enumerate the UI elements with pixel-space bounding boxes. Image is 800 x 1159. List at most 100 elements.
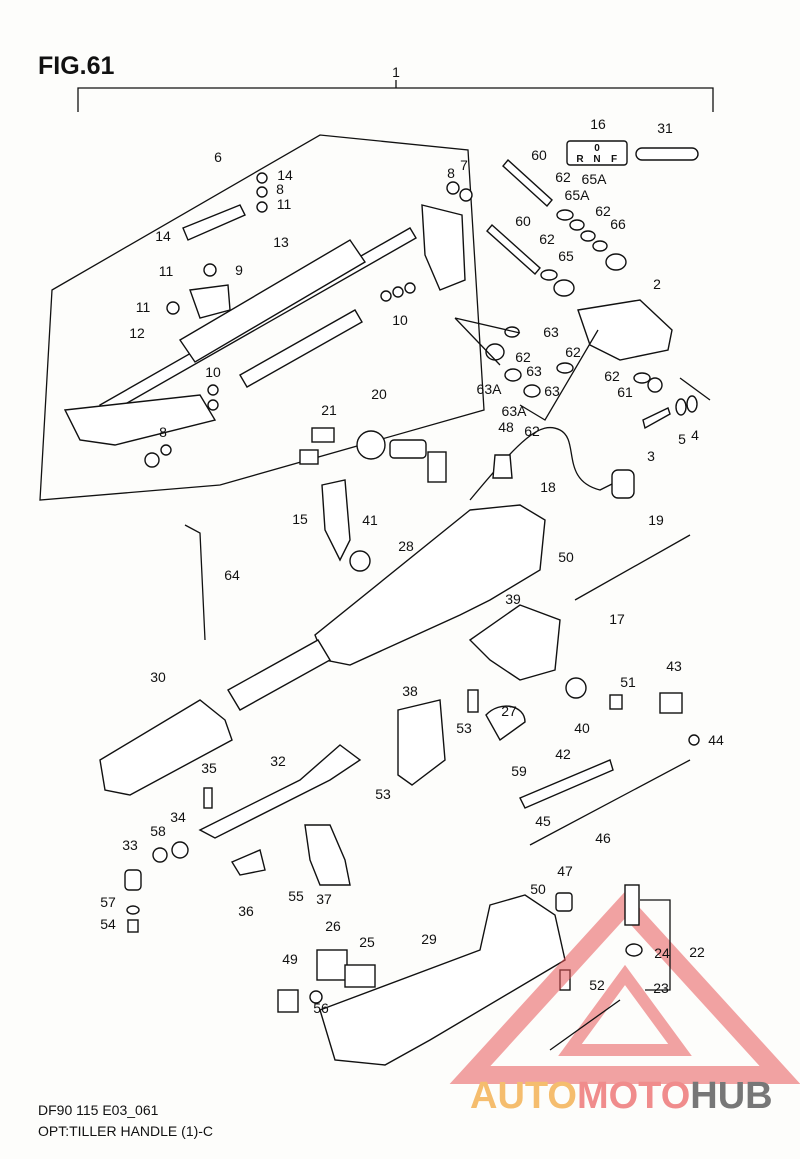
callout-63: 63: [526, 363, 542, 379]
callout-6: 6: [214, 149, 222, 165]
shift-indicator-plate: 0 R N F: [566, 140, 628, 166]
callout-11: 11: [277, 196, 292, 212]
callout-62: 62: [595, 203, 611, 219]
neutral-mark: 0: [594, 143, 600, 154]
callout-41: 41: [362, 512, 378, 528]
callout-56: 56: [313, 1000, 329, 1016]
forward-mark: F: [611, 154, 617, 165]
subassembly-outline: [39, 134, 485, 501]
callout-52: 52: [589, 977, 605, 993]
callout-33: 33: [122, 837, 138, 853]
callout-66: 66: [610, 216, 626, 232]
callout-31: 31: [657, 120, 673, 136]
callout-54: 54: [100, 916, 116, 932]
callout-7: 7: [460, 157, 468, 173]
watermark-text: AUTOMOTOHUB: [470, 1075, 773, 1118]
callout-55: 55: [288, 888, 304, 904]
callout-62: 62: [565, 344, 581, 360]
callout-65A: 65A: [582, 171, 608, 187]
callout-14: 14: [277, 167, 293, 183]
callout-28: 28: [398, 538, 414, 554]
callout-5: 5: [678, 431, 686, 447]
grommet-41: [349, 550, 371, 572]
callout-11: 11: [159, 263, 174, 279]
steering-shaft: [63, 204, 466, 446]
lever-15: [321, 479, 351, 562]
callout-36: 36: [238, 903, 254, 919]
callout-19: 19: [648, 512, 664, 528]
callout-24: 24: [654, 945, 670, 961]
callout-65: 65: [558, 248, 574, 264]
callout-63A: 63A: [502, 403, 528, 419]
neutral-letter: N: [593, 154, 600, 165]
callout-46: 46: [595, 830, 611, 846]
callout-63A: 63A: [477, 381, 503, 397]
lower-cover: [277, 894, 571, 1066]
callout-8: 8: [276, 181, 284, 197]
callout-64: 64: [224, 567, 240, 583]
decal-31: [635, 147, 699, 161]
callout-57: 57: [100, 894, 116, 910]
callout-48: 48: [498, 419, 514, 435]
callout-16: 16: [590, 116, 606, 132]
callout-12: 12: [129, 325, 145, 341]
shift-mechanism: [124, 604, 700, 933]
callout-62: 62: [555, 169, 571, 185]
callout-10: 10: [392, 312, 408, 328]
callout-60: 60: [515, 213, 531, 229]
callout-45: 45: [535, 813, 551, 829]
callout-50: 50: [558, 549, 574, 565]
callout-20: 20: [371, 386, 387, 402]
callout-17: 17: [609, 611, 625, 627]
callout-63: 63: [543, 324, 559, 340]
callout-15: 15: [292, 511, 308, 527]
callout-60: 60: [531, 147, 547, 163]
callout-44: 44: [708, 732, 724, 748]
callout-51: 51: [620, 674, 636, 690]
callout-62: 62: [539, 231, 555, 247]
watermark-hub: HUB: [690, 1075, 773, 1117]
callout-8: 8: [159, 424, 167, 440]
fasteners: [144, 172, 473, 468]
callout-42: 42: [555, 746, 571, 762]
callout-62: 62: [604, 368, 620, 384]
callout-4: 4: [691, 427, 699, 443]
connector-18: [611, 469, 635, 499]
callout-10: 10: [205, 364, 221, 380]
callout-27: 27: [501, 703, 517, 719]
callout-23: 23: [653, 980, 669, 996]
callout-30: 30: [150, 669, 166, 685]
callout-61: 61: [617, 384, 633, 400]
callout-29: 29: [421, 931, 437, 947]
trim-switch: [549, 884, 671, 1051]
callout-32: 32: [270, 753, 286, 769]
callout-2: 2: [653, 276, 661, 292]
clamp-48: [492, 454, 513, 479]
assembly-bracket: [77, 80, 714, 112]
watermark-auto: AUTO: [470, 1075, 577, 1117]
figure-title: FIG.61: [38, 52, 115, 80]
callout-53: 53: [456, 720, 472, 736]
callout-8: 8: [447, 165, 455, 181]
callout-25: 25: [359, 934, 375, 950]
callout-49: 49: [282, 951, 298, 967]
grounding-rod-64: [184, 524, 206, 641]
watermark-moto: MOTO: [576, 1075, 691, 1117]
callout-58: 58: [150, 823, 166, 839]
callout-37: 37: [316, 891, 332, 907]
callout-22: 22: [689, 944, 705, 960]
callout-9: 9: [235, 262, 243, 278]
callout-11: 11: [136, 299, 151, 315]
diagram-code: DF90 115 E03_061: [38, 1102, 159, 1118]
callout-39: 39: [505, 591, 521, 607]
callout-63: 63: [544, 383, 560, 399]
callout-62: 62: [524, 423, 540, 439]
callout-3: 3: [647, 448, 655, 464]
callout-62: 62: [515, 349, 531, 365]
key-switch: [299, 427, 447, 483]
callout-26: 26: [325, 918, 341, 934]
tiller-handle-body: [99, 504, 546, 796]
callout-38: 38: [402, 683, 418, 699]
